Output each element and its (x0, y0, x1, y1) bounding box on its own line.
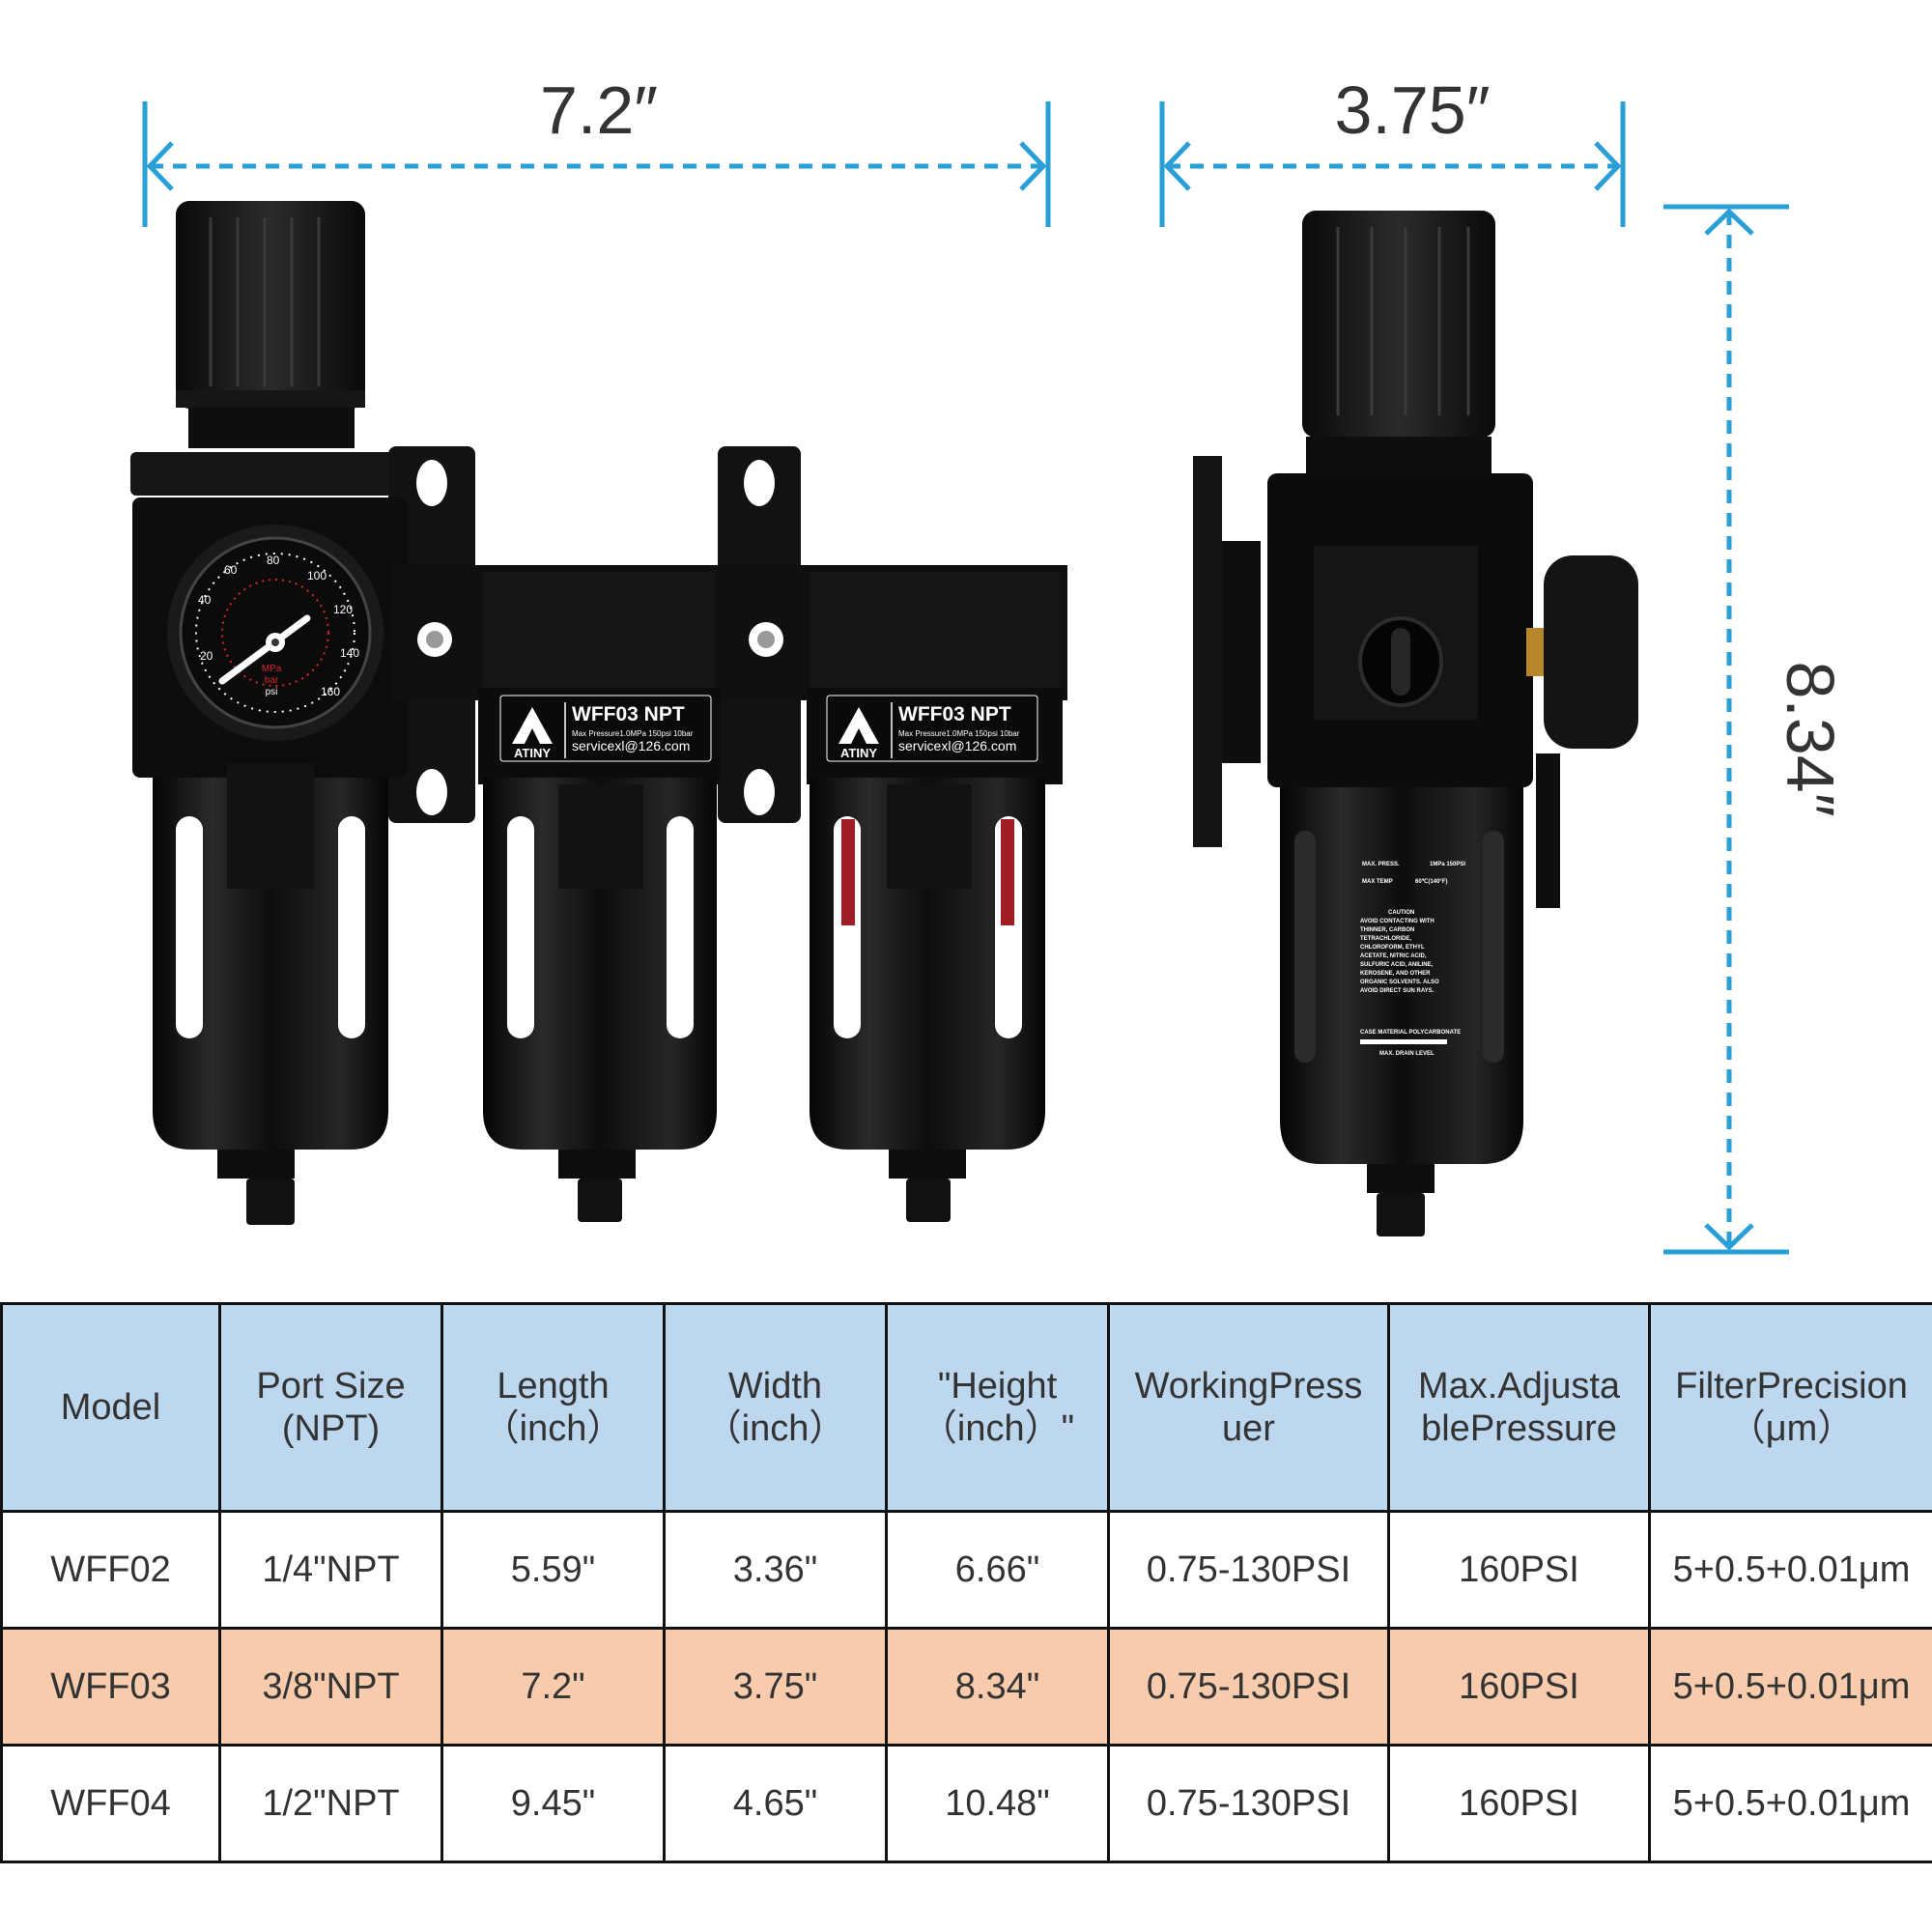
cell-width: 3.75" (663, 1627, 888, 1747)
length-label: 7.2″ (540, 72, 658, 148)
svg-text:psi: psi (266, 687, 278, 697)
spec-table: Model Port Size (NPT) Length （inch） Widt… (0, 1302, 1932, 1863)
svg-text:120: 120 (333, 603, 353, 616)
svg-text:bar: bar (265, 675, 279, 686)
svg-text:MPa: MPa (262, 664, 282, 674)
svg-text:WFF03 NPT: WFF03 NPT (572, 703, 685, 725)
cell-width: 4.65" (663, 1744, 888, 1863)
cell-height: 8.34" (885, 1627, 1110, 1747)
cell-max-pressure: 160PSI (1387, 1627, 1651, 1747)
filter-bowl-2 (483, 778, 717, 1222)
cell-filter-precision: 5+0.5+0.01μm (1648, 1510, 1932, 1630)
svg-text:1MPa 150PSI: 1MPa 150PSI (1430, 862, 1465, 867)
cell-working-pressure: 0.75-130PSI (1107, 1510, 1390, 1630)
svg-text:MAX. PRESS.: MAX. PRESS. (1362, 862, 1400, 867)
header-model: Model (0, 1302, 221, 1513)
svg-text:servicexl@126.com: servicexl@126.com (898, 738, 1016, 753)
svg-text:servicexl@126.com: servicexl@126.com (572, 738, 690, 753)
product-label-1: ATINY WFF03 NPT Max Pressure1.0MPa 150ps… (499, 695, 712, 762)
length-dimension: 7.2″ (142, 72, 1051, 227)
header-length: Length （inch） (440, 1302, 666, 1513)
svg-text:60℃(140°F): 60℃(140°F) (1415, 878, 1447, 885)
header-filter-precision: FilterPrecision （μm） (1648, 1302, 1932, 1513)
cell-max-pressure: 160PSI (1387, 1510, 1651, 1630)
front-view-frl-unit: ATINY WFF03 NPT Max Pressure1.0MPa 150ps… (130, 201, 1067, 1225)
cell-length: 5.59" (440, 1510, 666, 1630)
side-warning-label: MAX. PRESS. 1MPa 150PSI MAX TEMP 60℃(140… (1360, 862, 1465, 1057)
cell-width: 3.36" (663, 1510, 888, 1630)
filter-bowl-1 (153, 763, 388, 1225)
svg-text:20: 20 (200, 649, 213, 663)
table-header-row: Model Port Size (NPT) Length （inch） Widt… (0, 1302, 1932, 1513)
cell-model: WFF02 (0, 1510, 221, 1630)
svg-text:CAUTION: CAUTION (1388, 910, 1414, 916)
width-dimension: 3.75″ (1159, 72, 1626, 227)
svg-text:Max Pressure1.0MPa 150psi 10ba: Max Pressure1.0MPa 150psi 10bar (898, 729, 1020, 738)
table-row: WFF04 1/2"NPT 9.45" 4.65" 10.48" 0.75-13… (0, 1744, 1932, 1863)
cell-max-pressure: 160PSI (1387, 1744, 1651, 1863)
header-width: Width （inch） (663, 1302, 888, 1513)
svg-text:80: 80 (267, 554, 280, 567)
width-label: 3.75″ (1334, 72, 1490, 148)
svg-text:MAX TEMP: MAX TEMP (1362, 879, 1393, 885)
filter-bowl-3 (810, 778, 1045, 1222)
header-working-pressure: WorkingPress uer (1107, 1302, 1390, 1513)
cell-working-pressure: 0.75-130PSI (1107, 1627, 1390, 1747)
svg-text:160: 160 (321, 685, 340, 698)
cell-length: 9.45" (440, 1744, 666, 1863)
svg-text:140: 140 (340, 646, 359, 660)
cell-length: 7.2" (440, 1627, 666, 1747)
table-row: WFF02 1/4"NPT 5.59" 3.36" 6.66" 0.75-130… (0, 1510, 1932, 1630)
svg-text:60: 60 (224, 563, 238, 577)
pressure-gauge: 20 40 60 80 100 120 140 160 MPa bar psi (167, 525, 384, 741)
svg-text:40: 40 (198, 593, 212, 607)
cell-filter-precision: 5+0.5+0.01μm (1648, 1627, 1932, 1747)
product-dimension-figure: 7.2″ 3.75″ 8.34″ (130, 72, 1848, 1255)
cell-model: WFF04 (0, 1744, 221, 1863)
table-row-highlighted: WFF03 3/8"NPT 7.2" 3.75" 8.34" 0.75-130P… (0, 1627, 1932, 1747)
cell-working-pressure: 0.75-130PSI (1107, 1744, 1390, 1863)
svg-text:100: 100 (307, 569, 327, 582)
cell-port-size: 3/8"NPT (218, 1627, 443, 1747)
header-max-adjustable-pressure: Max.Adjusta blePressure (1387, 1302, 1651, 1513)
svg-text:ATINY: ATINY (514, 746, 551, 760)
svg-text:ATINY: ATINY (840, 746, 877, 760)
height-label: 8.34″ (1773, 661, 1848, 816)
cell-model: WFF03 (0, 1627, 221, 1747)
product-drawing: 7.2″ 3.75″ 8.34″ (130, 72, 1848, 1255)
cell-port-size: 1/4"NPT (218, 1510, 443, 1630)
svg-text:CASE MATERIAL POLYCARBONATE: CASE MATERIAL POLYCARBONATE (1360, 1030, 1461, 1036)
height-dimension: 8.34″ (1663, 204, 1848, 1255)
svg-text:MAX. DRAIN LEVEL: MAX. DRAIN LEVEL (1379, 1051, 1435, 1057)
cell-height: 10.48" (885, 1744, 1110, 1863)
cell-height: 6.66" (885, 1510, 1110, 1630)
product-label-2: ATINY WFF03 NPT Max Pressure1.0MPa 150ps… (826, 695, 1038, 762)
header-height: "Height （inch）" (885, 1302, 1110, 1513)
side-view-frl-unit: MAX. PRESS. 1MPa 150PSI MAX TEMP 60℃(140… (1193, 211, 1638, 1236)
header-port-size: Port Size (NPT) (218, 1302, 443, 1513)
cell-port-size: 1/2"NPT (218, 1744, 443, 1863)
svg-text:WFF03 NPT: WFF03 NPT (898, 703, 1011, 725)
svg-text:Max Pressure1.0MPa 150psi 10ba: Max Pressure1.0MPa 150psi 10bar (572, 729, 694, 738)
cell-filter-precision: 5+0.5+0.01μm (1648, 1744, 1932, 1863)
